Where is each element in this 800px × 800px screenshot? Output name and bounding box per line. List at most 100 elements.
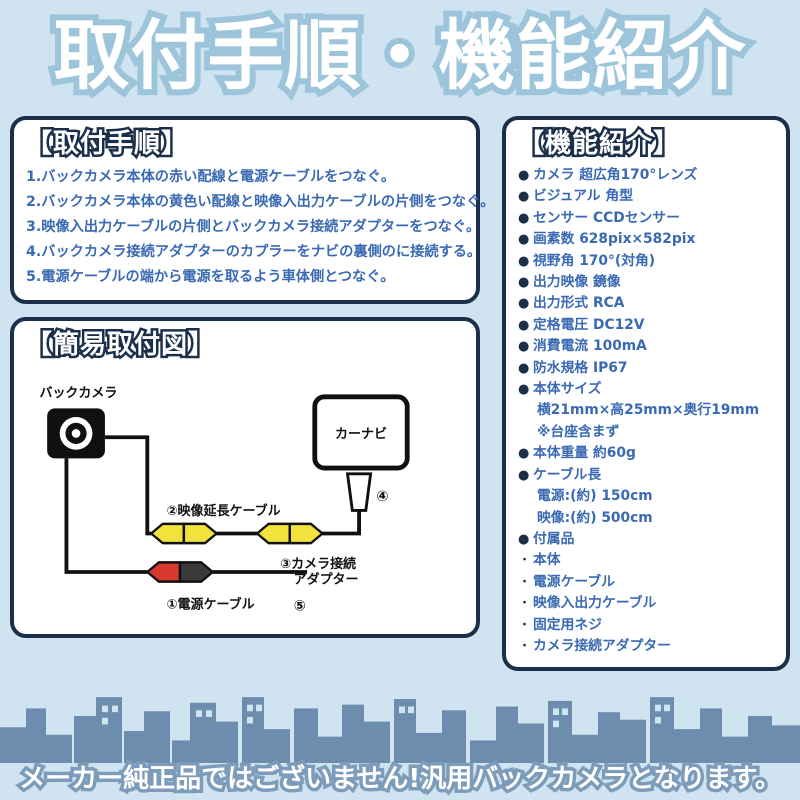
spec-text: ケーブル長 [533,466,602,483]
spec-item: ●出力形式 RCA [518,293,774,314]
spec-item: ●視野角 170°(対角) [518,251,774,272]
install-steps-heading: 【取付手順】 [26,128,464,160]
camera-power-cable-line [64,458,148,574]
right-column: 【機能紹介】 ●カメラ 超広角170°レンズ ●ビジュアル 角型 ●センサー C… [502,116,790,672]
spec-text: 付属品 [533,530,575,547]
spec-bullet: ● [518,467,530,483]
wiring-diagram-heading: 【簡易取付図】 [26,329,464,361]
spec-text: 映像入出力ケーブル [533,595,657,612]
spec-bullet [518,400,533,421]
spec-bullet: ● [518,189,530,205]
spec-bullet: ・ [518,638,532,654]
left-column: 【取付手順】 1.バックカメラ本体の赤い配線と電源ケーブルをつなぐ。 2.バック… [10,116,495,638]
spec-bullet [518,508,533,529]
spec-text: 横21mm×高25mm×奥行19mm [537,402,760,419]
spec-item: ※台座含まず [518,422,774,443]
rca-connector-yellow-icon [288,522,324,545]
spec-text: 本体サイズ [533,381,602,398]
rca-connector-yellow-icon [182,522,218,545]
spec-item: ●出力映像 鏡像 [518,272,774,293]
features-panel: 【機能紹介】 ●カメラ 超広角170°レンズ ●ビジュアル 角型 ●センサー C… [502,116,790,672]
spec-text: 電源ケーブル [533,573,615,590]
backup-camera-icon [47,408,105,459]
spec-bullet: ● [518,210,530,226]
spec-text: 防水規格 IP67 [533,359,628,376]
rca-connector-yellow-icon [255,522,291,545]
spec-bullet [518,422,533,443]
camera-label: バックカメラ [39,386,117,401]
spec-text: センサー CCDセンサー [533,209,680,226]
rca-connector-dark-icon [178,561,214,583]
spec-item: ●本体重量 約60g [518,443,774,464]
install-steps-panel: 【取付手順】 1.バックカメラ本体の赤い配線と電源ケーブルをつなぐ。 2.バック… [10,116,495,304]
power-cable-label: ①電源ケーブル [167,597,255,613]
spec-item: 横21mm×高25mm×奥行19mm [518,400,774,421]
spec-bullet: ● [518,531,530,547]
spec-text: 電源:(約) 150cm [537,488,653,505]
page-title: 取付手順・機能紹介 [0,0,800,112]
spec-item: ●消費電流 100mA [518,336,774,357]
spec-item: ●防水規格 IP67 [518,358,774,379]
spec-item: ●カメラ 超広角170°レンズ [518,165,774,186]
spec-bullet: ● [518,382,530,398]
spec-bullet: ● [518,360,530,376]
spec-text: 本体 [533,552,561,569]
diagram-number-5: ⑤ [294,599,306,615]
spec-item: ●ケーブル長 [518,465,774,486]
spec-item: ●本体サイズ [518,379,774,400]
rca-connector-red-icon [146,561,182,583]
spec-item: 映像:(約) 500cm [518,508,774,529]
spec-text: ※台座含まず [537,423,620,440]
spec-item: ・本体 [518,550,774,571]
spec-text: 視野角 170°(対角) [533,252,656,269]
spec-text: 画素数 628pix×582pix [533,231,696,248]
footer-disclaimer: メーカー純正品ではございません!汎用バックカメラとなります。 [0,763,800,795]
install-step: 1.バックカメラ本体の赤い配線と電源ケーブルをつなぐ。 [26,169,396,185]
spec-text: 本体重量 約60g [533,445,636,462]
spec-text: ビジュアル 角型 [533,188,634,205]
diagram-number-4: ④ [376,489,388,505]
spec-item: ●画素数 628pix×582pix [518,229,774,250]
navi-label: カーナビ [335,426,387,442]
wiring-diagram-graphic: バックカメラ カーナビ ④ [39,386,410,615]
spec-bullet: ・ [518,553,532,569]
rca-connector-yellow-icon [149,522,186,545]
spec-bullet: ・ [518,617,532,633]
spec-bullet: ● [518,253,530,269]
spec-text: カメラ接続アダプター [533,637,671,654]
main-columns: 【取付手順】 1.バックカメラ本体の赤い配線と電源ケーブルをつなぐ。 2.バック… [0,112,800,672]
spec-item: ・映像入出力ケーブル [518,593,774,614]
spec-item: ・固定用ネジ [518,615,774,636]
spec-bullet: ● [518,339,530,355]
spec-text: 定格電圧 DC12V [533,316,645,333]
install-step: 5.電源ケーブルの端から電源を取るよう車体側とつなぐ。 [26,269,395,285]
video-extension-cable-label: ②映像延長ケーブル [167,503,281,519]
camera-adapter-label: ③カメラ接続 [280,556,356,572]
car-navi-icon: カーナビ [312,394,410,471]
spec-text: 固定用ネジ [533,616,602,633]
spec-text: 出力映像 鏡像 [533,274,621,291]
features-heading: 【機能紹介】 [518,128,774,160]
wiring-diagram-panel: 【簡易取付図】 バックカメラ [10,317,480,638]
spec-bullet: ● [518,296,530,312]
spec-bullet: ● [518,168,530,183]
spec-item: ●付属品 [518,529,774,550]
spec-text: 映像:(約) 500cm [537,509,653,526]
spec-bullet [518,486,533,507]
install-step: 2.バックカメラ本体の黄色い配線と映像入出力ケーブルの片側をつなぐ。 [26,194,495,210]
spec-item: ●センサー CCDセンサー [518,208,774,229]
city-skyline [0,683,800,764]
spec-text: 消費電流 100mA [533,338,647,355]
spec-text: 出力形式 RCA [533,295,625,312]
spec-text: カメラ 超広角170°レンズ [533,167,698,183]
spec-bullet: ・ [518,574,532,590]
camera-video-cable-line [104,435,152,536]
spec-bullet: ・ [518,596,532,612]
spec-item: ●定格電圧 DC12V [518,315,774,336]
install-step: 4.バックカメラ接続アダプターのカプラーをナビの裏側のに接続する。 [26,244,482,260]
spec-bullet: ● [518,446,530,462]
navi-cable-line [322,510,361,536]
install-step: 3.映像入出力ケーブルの片側とバックカメラ接続アダプターをつなぐ。 [26,219,481,235]
camera-adapter-label-line2: アダプター [294,572,359,588]
